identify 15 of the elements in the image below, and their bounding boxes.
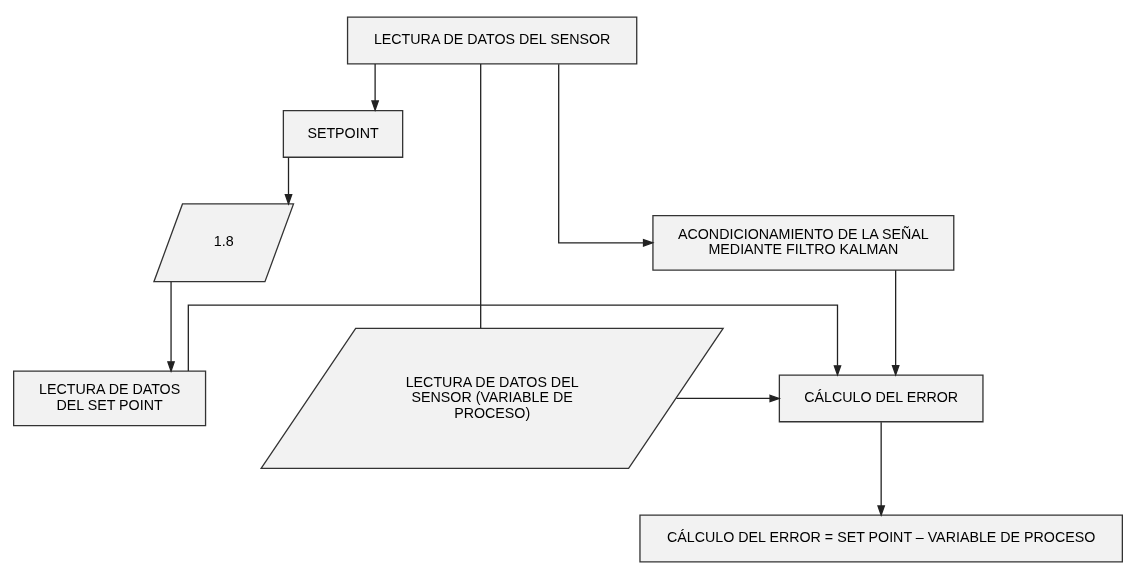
node-box: SETPOINT [282, 109, 404, 158]
connector [480, 63, 482, 329]
arrow [891, 269, 900, 377]
arrow [187, 304, 842, 377]
arrow [371, 63, 380, 112]
arrow [558, 63, 655, 247]
arrow [166, 281, 176, 373]
node-box: CÁLCULO DEL ERROR = SET POINT – VARIABLE DE PROCESO [639, 514, 1123, 563]
node-box: CÁLCULO DEL ERROR [778, 374, 984, 423]
arrow [877, 421, 886, 518]
node-box: ACONDICIONAMIENTO DE LA SEÑAL MEDIANTE FILTRO KALMAN [652, 214, 955, 271]
node-box: LECTURA DE DATOS DEL SENSOR [346, 16, 638, 65]
arrow [284, 156, 293, 206]
node-box: LECTURA DE DATOS DEL SET POINT [13, 370, 207, 427]
arrow [675, 394, 782, 403]
